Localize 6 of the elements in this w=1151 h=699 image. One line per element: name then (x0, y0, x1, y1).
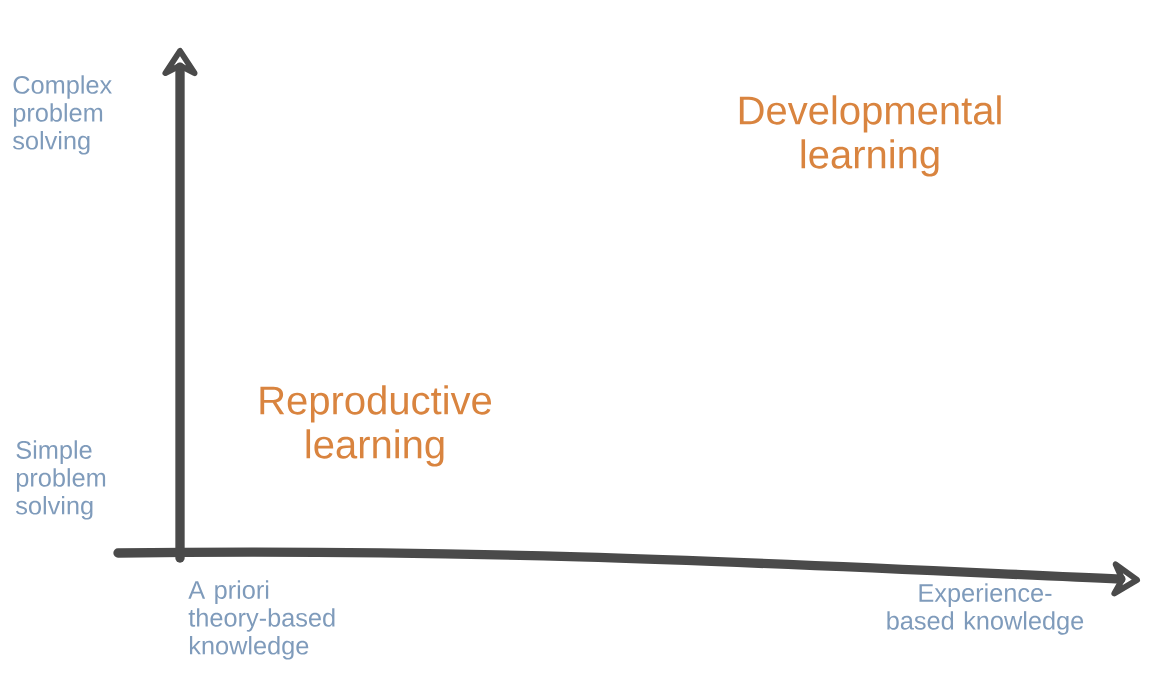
axis-label: Complex problem solving (13, 75, 112, 155)
quadrant-label: Developmental learning (739, 95, 1001, 177)
axis-label: Simple problem solving (16, 440, 106, 520)
axis-label: Experience-based knowledge (887, 583, 1084, 635)
axis-label: A priori theory-based knowledge (188, 580, 335, 660)
quadrant-label: Reproductive learning (260, 385, 492, 467)
